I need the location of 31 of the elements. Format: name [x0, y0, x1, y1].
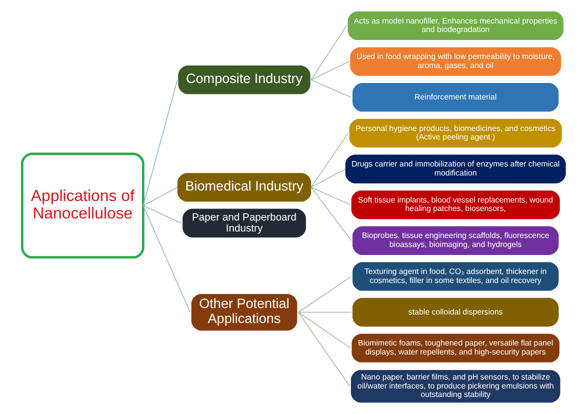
node-box: Composite Industry: [178, 66, 310, 94]
connector: [310, 186, 351, 206]
node-box: Personal hygiene products, biomedicines, and cosmetics (Active peeling agent ): [349, 118, 562, 148]
node-box: Reinforcement material: [352, 83, 559, 112]
connector: [310, 132, 349, 188]
connector: [142, 79, 178, 206]
connector: [298, 312, 350, 387]
connector: [142, 205, 182, 224]
connector: [310, 186, 352, 242]
node-box: Texturing agent in food, CO₂ adsorbent, thickener in cosmetics, filler in some textiles, and oil recovery: [352, 262, 559, 291]
node-box: Bioprobes. tissue engineering scaffolds, fluorescence bioassays, bioimaging, and hydrogels: [352, 226, 559, 255]
connector: [298, 312, 351, 348]
node-box: Other Potential Applications: [191, 294, 298, 331]
connector: [142, 186, 178, 206]
node-box: stable colloidal dispersions: [352, 298, 559, 327]
node-box: Drugs carrier and immobilization of enzymes after chemical modification: [345, 154, 566, 184]
node-box: Soft tissue implants, blood vessel replacements, wound healing patches, biosensors,: [351, 190, 560, 220]
connector: [310, 25, 347, 80]
node-box: Biomedical Industry: [177, 172, 312, 202]
connector: [310, 61, 350, 80]
node-box: Used in food wrapping with low permeability to moisture, aroma, gases, and oil: [350, 47, 562, 76]
node-box: Biomimetic foams, toughened paper, versatile flat panel displays, water repellents, and high-security papers: [352, 334, 560, 362]
connector: [310, 168, 346, 188]
node-box: Nano paper, barrier films, and pH sensors, to stabilize oil/water interfaces, to produce pickering emulsions with outstanding stability: [350, 370, 560, 403]
connector: [298, 312, 352, 313]
connector: [298, 276, 352, 313]
node-box: Applications of Nanocellulose: [21, 152, 144, 259]
connector: [142, 205, 191, 313]
connector: [310, 79, 352, 98]
node-box: Acts as model nanofiller, Enhances mechanical properties and biodegradation: [348, 11, 564, 40]
node-box: Paper and Paperboard Industry: [182, 208, 306, 238]
